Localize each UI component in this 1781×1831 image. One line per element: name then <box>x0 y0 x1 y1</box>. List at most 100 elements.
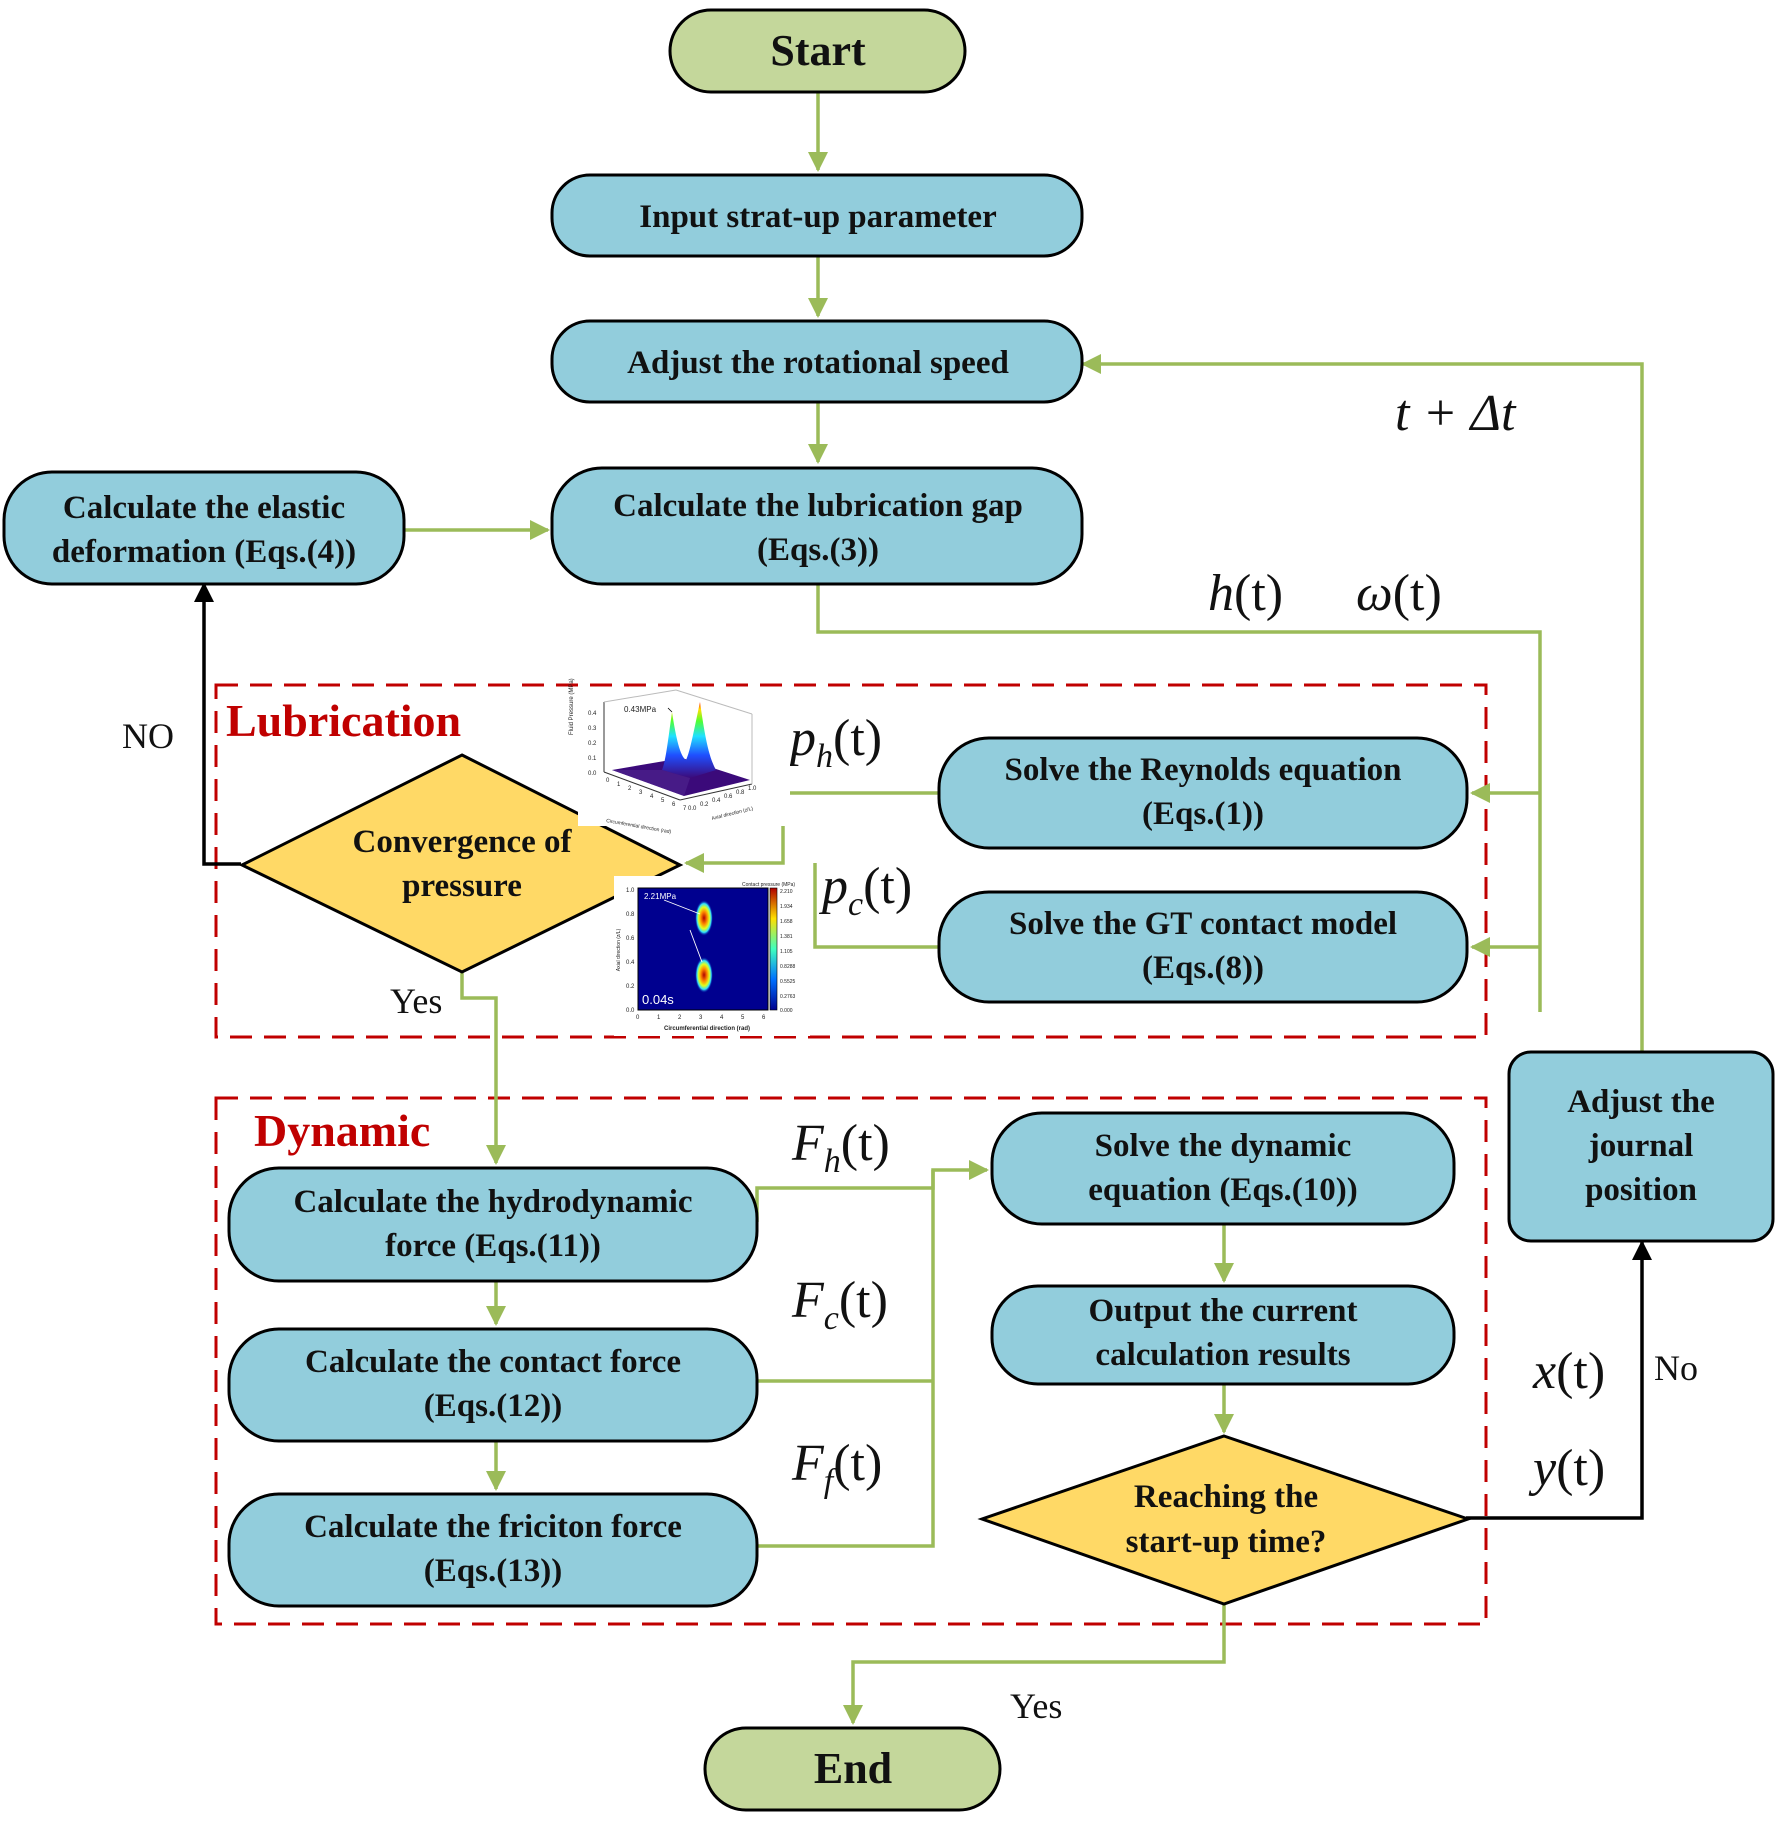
hydrodynamic-force-line1: Calculate the hydrodynamic <box>293 1184 692 1220</box>
contact-x-tick: 4 <box>720 1015 724 1021</box>
contact-x-tick: 0 <box>636 1015 640 1021</box>
colorbar-tick: 1.381 <box>780 934 793 940</box>
F-h-label: Fh(t) <box>791 1115 890 1180</box>
omega-t-label: ω(t) <box>1356 565 1442 622</box>
adjust-journal-line1: Adjust the <box>1567 1084 1715 1120</box>
start-up-time-line1: Reaching the <box>1134 1479 1318 1515</box>
contact-y-ticks: 1.0 0.8 0.6 0.4 0.2 0.0 <box>626 888 635 1014</box>
no-start-up-label: No <box>1654 1348 1698 1388</box>
contact-y-tick: 0.8 <box>626 912 635 918</box>
contact-x-tick: 6 <box>762 1015 766 1021</box>
fluid-x-tick: 5 <box>661 798 665 804</box>
reynolds-equation-box[interactable]: Solve the Reynolds equation (Eqs.(1)) <box>937 736 1469 850</box>
fluid-z-ticks: 0.4 0.3 0.2 0.1 0.0 <box>588 711 597 777</box>
reynolds-equation-line1: Solve the Reynolds equation <box>1005 752 1402 788</box>
fluid-z-tick: 0.2 <box>588 741 597 747</box>
fluid-y-tick: 0.4 <box>712 798 721 804</box>
contact-y-tick: 0.0 <box>626 1008 635 1014</box>
colorbar-tick: 1.934 <box>780 904 793 910</box>
dynamic-equation-box[interactable]: Solve the dynamic equation (Eqs.(10)) <box>990 1111 1456 1226</box>
black-connectors <box>194 582 1652 1520</box>
gt-contact-box[interactable]: Solve the GT contact model (Eqs.(8)) <box>937 890 1469 1004</box>
contact-xlabel: Circumferential direction (rad) <box>664 1026 750 1032</box>
contact-pressure-inset: 2.21MPa 0.04s Contact pressure (MPa) 2.2… <box>614 876 810 1036</box>
yes-end-label: Yes <box>1010 1686 1062 1726</box>
hydrodynamic-force-box[interactable]: Calculate the hydrodynamic force (Eqs.(1… <box>227 1166 759 1283</box>
contact-x-tick: 5 <box>741 1015 745 1021</box>
dynamic-equation-line1: Solve the dynamic <box>1095 1128 1352 1164</box>
colorbar-tick: 2.210 <box>780 889 793 895</box>
F-c-label: Fc(t) <box>791 1272 888 1337</box>
convergence-line1: Convergence of <box>352 824 572 860</box>
friction-force-line1: Calculate the friciton force <box>304 1509 682 1545</box>
lubrication-gap-line2: (Eqs.(3)) <box>757 532 879 568</box>
input-parameter-box[interactable]: Input strat-up parameter <box>550 173 1084 258</box>
contact-y-tick: 0.2 <box>626 984 635 990</box>
dynamic-region <box>214 1096 1488 1626</box>
fluid-x-tick: 2 <box>628 786 632 792</box>
adjust-journal-line3: position <box>1585 1172 1697 1208</box>
adjust-speed-box[interactable]: Adjust the rotational speed <box>550 319 1084 404</box>
fluid-y-tick: 0.2 <box>700 802 709 808</box>
fluid-pressure-inset: Fluid Pressure (MPa) 0.43MPa 0.4 0.3 0.2… <box>569 678 790 835</box>
lubrication-gap-line1: Calculate the lubrication gap <box>613 488 1023 524</box>
lubrication-gap-box[interactable]: Calculate the lubrication gap (Eqs.(3)) <box>550 466 1084 586</box>
contact-ylabel: Axial direction (z/L) <box>616 928 622 971</box>
colorbar-tick: 1.105 <box>780 949 793 955</box>
adjust-journal-box[interactable]: Adjust the journal position <box>1507 1050 1775 1243</box>
y-t-label: y(t) <box>1528 1440 1605 1497</box>
contact-force-line2: (Eqs.(12)) <box>424 1388 562 1424</box>
p-c-label: pc(t) <box>818 858 912 923</box>
x-t-label: x(t) <box>1532 1343 1605 1400</box>
friction-force-box[interactable]: Calculate the friciton force (Eqs.(13)) <box>227 1492 759 1608</box>
contact-y-tick: 0.4 <box>626 960 635 966</box>
adjust-speed-label: Adjust the rotational speed <box>627 345 1009 381</box>
contact-x-tick: 3 <box>699 1015 703 1021</box>
fluid-peak-label: 0.43MPa <box>624 705 657 714</box>
fluid-x-tick: 4 <box>650 794 654 800</box>
colorbar-tick: 0.2763 <box>780 994 796 1000</box>
contact-title: Contact pressure (MPa) <box>742 882 795 888</box>
contact-y-tick: 1.0 <box>626 888 635 894</box>
elastic-deformation-line1: Calculate the elastic <box>63 490 345 526</box>
h-t-label: h(t) <box>1208 565 1283 622</box>
contact-force-line1: Calculate the contact force <box>305 1344 681 1380</box>
contact-x-tick: 1 <box>657 1015 661 1021</box>
adjust-journal-line2: journal <box>1588 1128 1694 1164</box>
fluid-x-tick: 1 <box>617 782 621 788</box>
reynolds-equation-line2: (Eqs.(1)) <box>1142 796 1264 832</box>
contact-peak-label: 2.21MPa <box>644 892 677 901</box>
start-terminal[interactable]: Start <box>668 8 967 94</box>
friction-force-line2: (Eqs.(13)) <box>424 1553 562 1589</box>
hydrodynamic-force-line2: force (Eqs.(11)) <box>385 1228 601 1264</box>
fluid-x-tick: 0 <box>606 778 610 784</box>
colorbar-tick: 0.5525 <box>780 979 796 985</box>
colorbar-tick: 0.8288 <box>780 964 796 970</box>
t-plus-dt-label: t + Δt <box>1395 385 1517 442</box>
contact-x-tick: 2 <box>678 1015 682 1021</box>
elastic-deformation-box[interactable]: Calculate the elastic deformation (Eqs.(… <box>2 470 406 586</box>
fluid-x-tick: 7 <box>683 806 687 812</box>
output-results-line1: Output the current <box>1089 1293 1358 1329</box>
contact-x-ticks: 0 1 2 3 4 5 6 <box>636 1015 766 1021</box>
end-label: End <box>814 1744 892 1793</box>
convergence-line2: pressure <box>402 868 522 904</box>
fluid-z-tick: 0.1 <box>588 756 597 762</box>
convergence-decision[interactable]: Convergence of pressure <box>238 753 684 974</box>
contact-force-box[interactable]: Calculate the contact force (Eqs.(12)) <box>227 1327 759 1443</box>
start-up-time-decision[interactable]: Reaching the start-up time? <box>977 1434 1473 1606</box>
output-results-line2: calculation results <box>1095 1337 1350 1373</box>
fluid-x-ticks: 0 1 2 3 4 5 6 7 <box>606 778 687 812</box>
p-h-label: ph(t) <box>786 710 882 775</box>
start-up-time-line2: start-up time? <box>1126 1524 1327 1560</box>
fluid-y-tick: 1.0 <box>748 786 757 792</box>
end-terminal[interactable]: End <box>703 1726 1002 1812</box>
elastic-deformation-line2: deformation (Eqs.(4)) <box>52 534 356 570</box>
output-results-box[interactable]: Output the current calculation results <box>990 1284 1456 1386</box>
lubrication-region-title: Lubrication <box>226 695 461 746</box>
fluid-y-tick: 0.8 <box>736 790 745 796</box>
dynamic-region-title: Dynamic <box>254 1105 430 1156</box>
gt-contact-line1: Solve the GT contact model <box>1009 906 1397 942</box>
